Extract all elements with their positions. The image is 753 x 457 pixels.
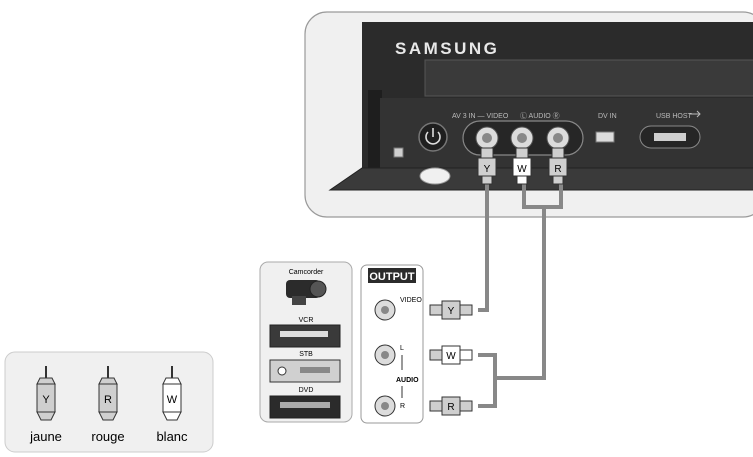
label-usb-host: USB HOST [656,113,693,120]
plug-letter-y: Y [484,164,491,175]
output-title: OUTPUT [369,271,415,283]
cables [478,182,563,408]
plug-yellow-side: Y [429,300,473,320]
usb-icon [690,110,701,118]
recorder-device: SAMSUNG AV 3 IN — VIDEO Ⓛ AUDIO Ⓡ DV IN … [304,11,753,218]
recorder-plugs: Y W R [477,147,568,185]
output-plugs: Y W R [429,300,473,416]
legend-label-blanc: blanc [156,429,188,444]
video-jack-center [482,133,492,143]
output-audio-right-jack-center [381,402,389,410]
plug-letter-w: W [517,164,527,175]
output-title-bg [368,268,416,283]
dvd-label: DVD [299,387,314,394]
output-video-jack-center [381,306,389,314]
output-r-label: R [400,403,405,410]
disc-tray [424,59,753,97]
camcorder-label: Camcorder [289,269,324,276]
brand-logo: SAMSUNG [395,39,499,58]
output-video-label: VIDEO [400,297,422,304]
legend-plug-white: W [162,366,182,421]
vcr-label: VCR [299,317,314,324]
stb-icon [269,359,341,383]
legend-label-rouge: rouge [91,429,124,444]
power-icon [425,131,441,145]
flap-button [419,167,451,185]
indicator-square [393,147,404,158]
dv-in-port [595,131,615,143]
dvd-player-icon [269,395,341,419]
plug-white-top: W [512,147,532,185]
vcr-icon [269,324,341,348]
output-audio-label: AUDIO [396,377,419,384]
usb-port [654,133,686,141]
plug-red-top: R [548,147,568,185]
output-l-label: L [400,345,404,352]
legend-label-jaune: jaune [29,429,62,444]
front-flap [328,167,753,191]
label-av-in-video: AV 3 IN — VIDEO [452,113,509,120]
legend-letter-y: Y [42,394,50,406]
label-audio: Ⓛ AUDIO Ⓡ [520,112,560,120]
plug-white-side: W [429,345,473,365]
plug-letter-y-side: Y [448,306,455,317]
legend-plug-yellow: Y [36,366,56,421]
legend-letter-w: W [167,394,178,406]
stb-label: STB [299,351,313,358]
audio-left-jack-center [517,133,527,143]
legend-plug-red: R [98,366,118,421]
output-audio-left-jack-center [381,351,389,359]
left-edge [368,90,382,180]
audio-right-jack-center [553,133,563,143]
output-panel: OUTPUT VIDEO L AUDIO R [360,264,424,424]
plug-letter-w-side: W [446,351,456,362]
plug-red-side: R [429,396,473,416]
color-legend: Y jaune R rouge W blanc [4,351,214,453]
plug-letter-r-side: R [447,402,454,413]
video-cable [478,182,489,312]
plug-yellow-top: Y [477,147,497,185]
camcorder-icon [286,280,327,305]
source-devices-panel: Camcorder VCR STB DVD [259,261,353,423]
audio-cable-red [478,182,563,408]
label-dv-in: DV IN [598,113,617,120]
legend-letter-r: R [104,394,112,406]
plug-letter-r: R [554,164,561,175]
